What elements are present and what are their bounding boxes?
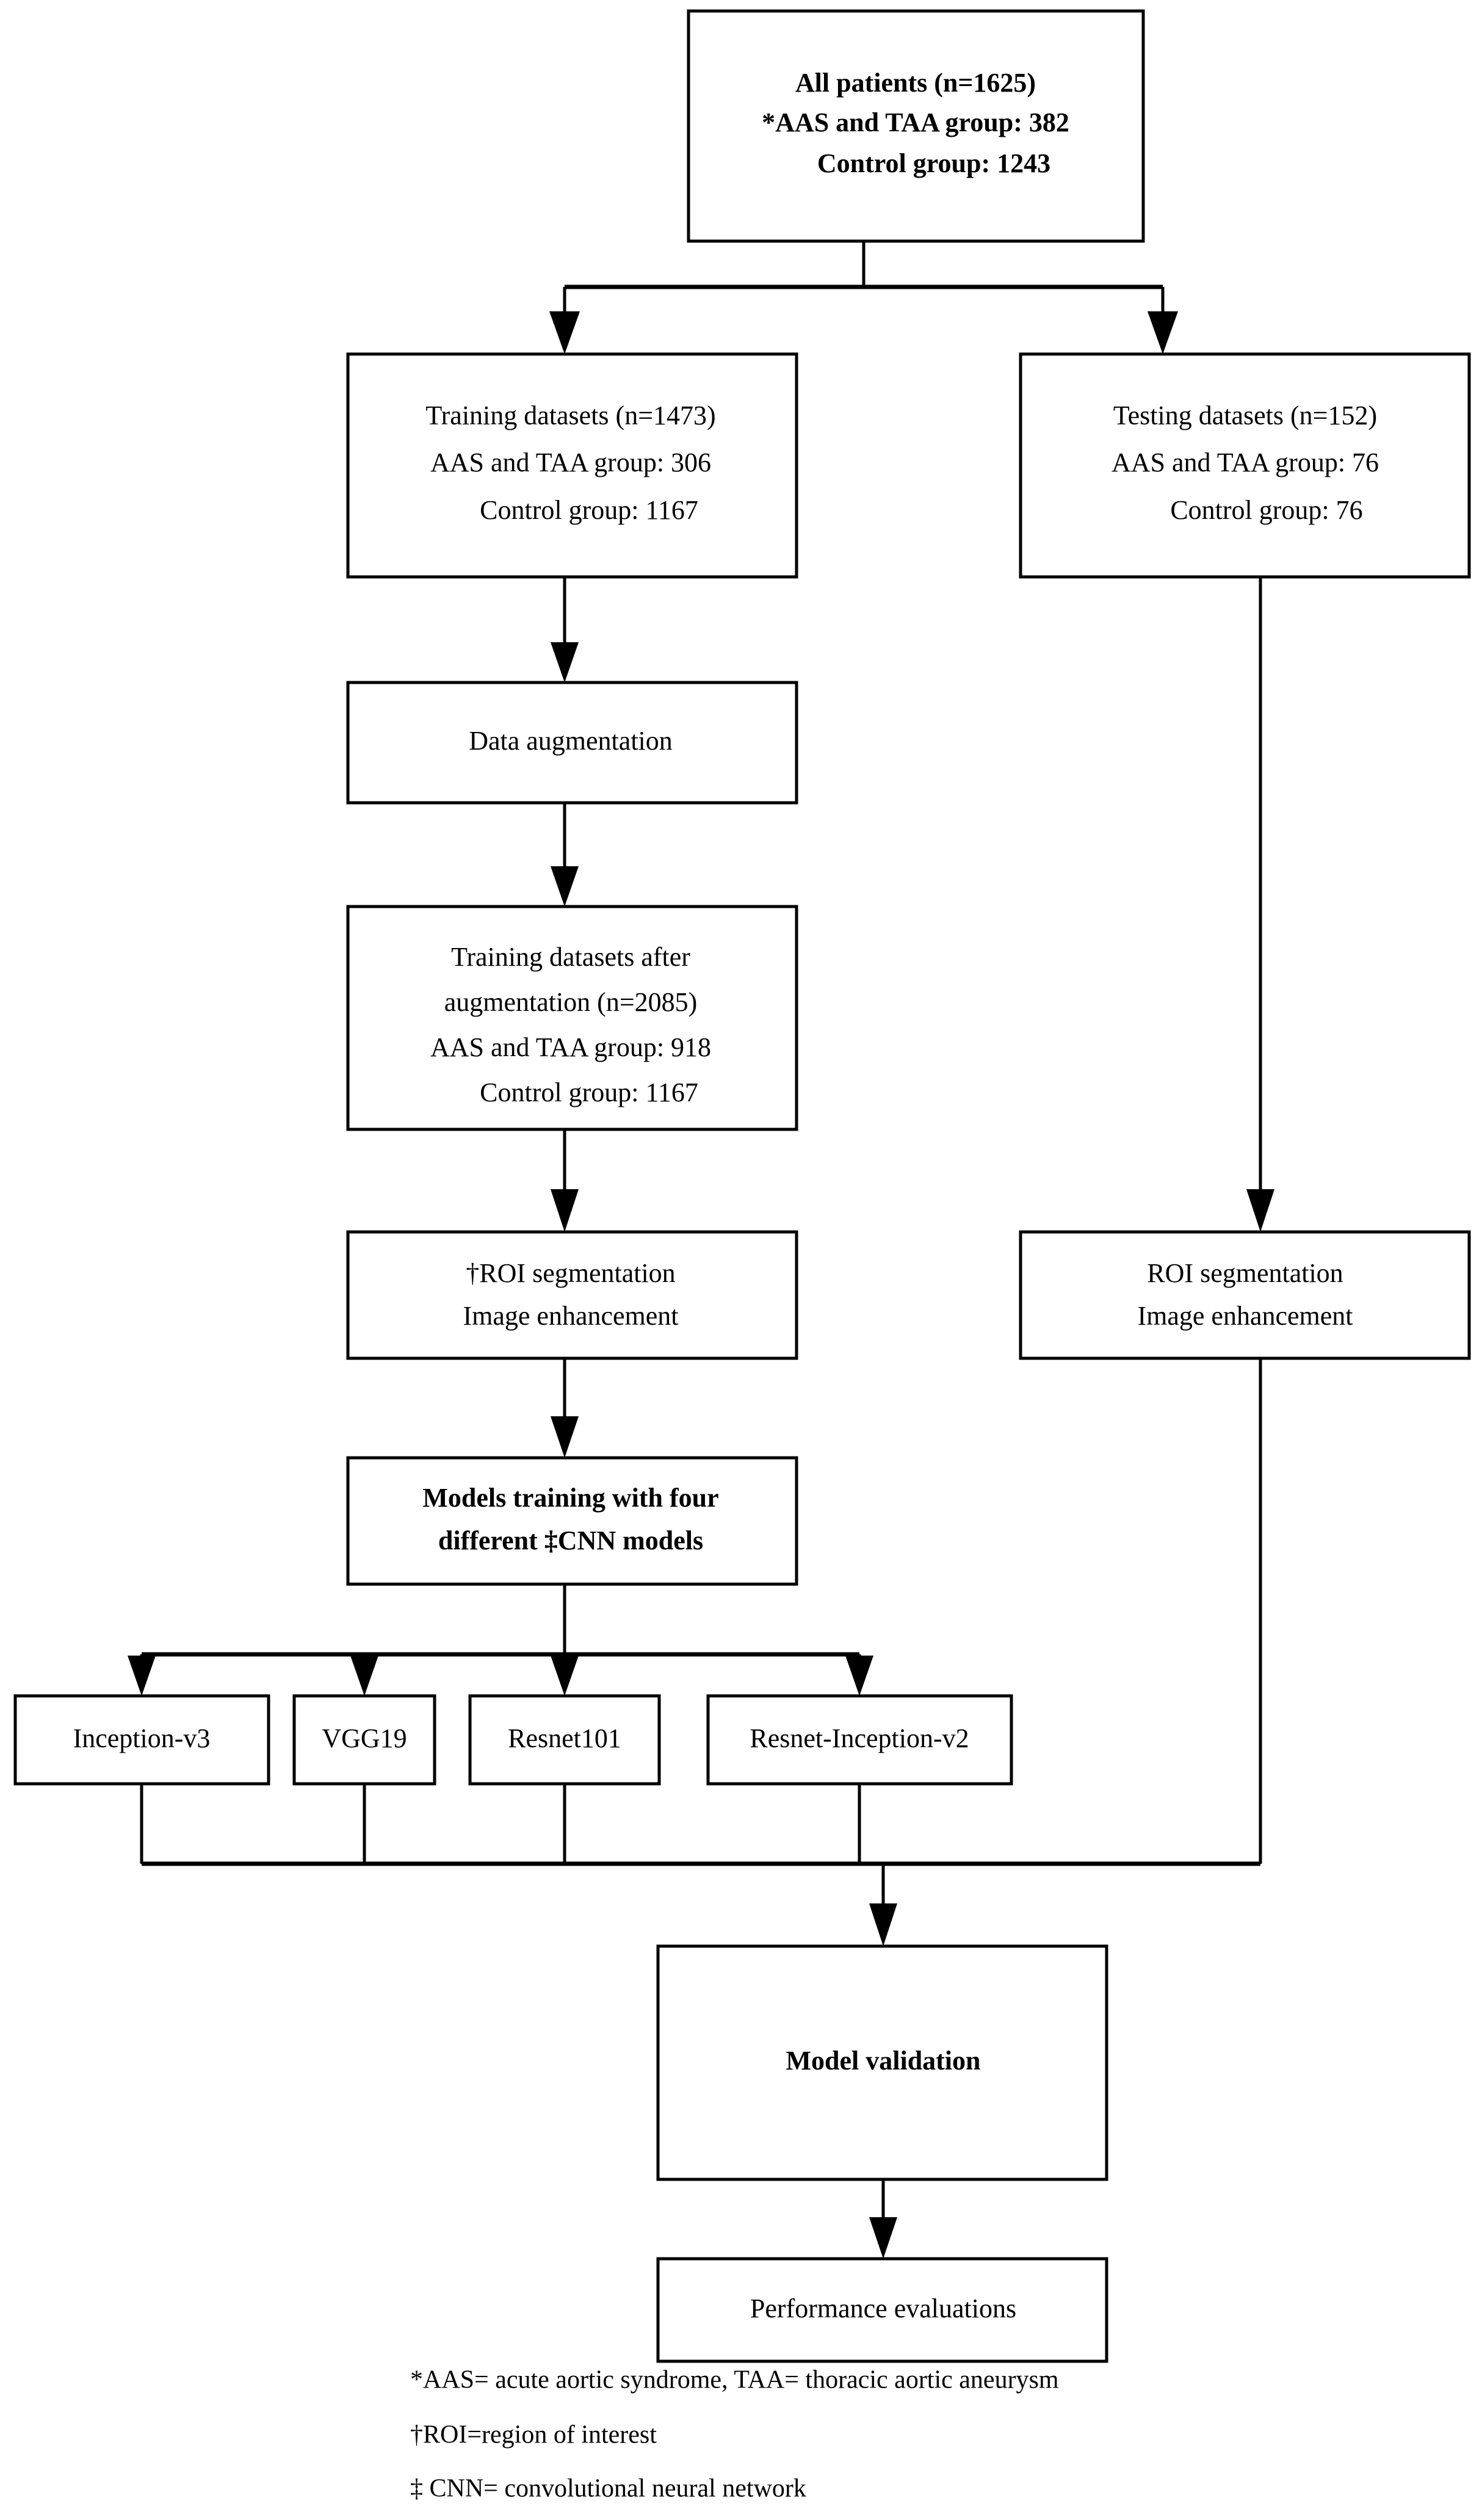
node-model-resnet101[interactable]: Resnet101 <box>468 1694 661 1786</box>
node-models-training[interactable]: Models training with four different ‡CNN… <box>346 1456 798 1586</box>
footnote-cnn: ‡ CNN= convolutional neural network <box>410 2475 806 2503</box>
connector-all-patients-split <box>549 241 1178 354</box>
connector-validation-to-performance <box>869 2179 897 2259</box>
footnote-aas-taa: *AAS= acute aortic syndrome, TAA= thorac… <box>410 2366 1059 2394</box>
node-roi-segmentation-test[interactable]: ROI segmentation Image enhancement <box>1019 1230 1471 1360</box>
node-data-augmentation[interactable]: Data augmentation <box>346 681 798 805</box>
node-training-after-augmentation-line-4: Control group: 1167 <box>480 1077 698 1107</box>
connector-roi-train-to-models <box>551 1358 579 1458</box>
node-training-after-augmentation-line-3: AAS and TAA group: 918 <box>430 1032 711 1062</box>
node-training-after-augmentation[interactable]: Training datasets after augmentation (n=… <box>346 905 798 1131</box>
connector-augmentation-to-after <box>551 803 579 907</box>
node-performance-evaluations[interactable]: Performance evaluations <box>656 2257 1108 2363</box>
connector-after-to-roi-train <box>551 1129 579 1232</box>
node-training-datasets-line-3: Control group: 1167 <box>480 495 698 525</box>
node-roi-segmentation-test-line-1: ROI segmentation <box>1147 1258 1343 1288</box>
node-testing-datasets[interactable]: Testing datasets (n=152) AAS and TAA gro… <box>1019 352 1471 579</box>
node-model-resnet-inception-v2[interactable]: Resnet-Inception-v2 <box>706 1694 1013 1786</box>
node-model-validation[interactable]: Model validation <box>656 1944 1108 2181</box>
node-model-validation-label: Model validation <box>786 2046 980 2076</box>
node-roi-segmentation-train-line-1: †ROI segmentation <box>466 1258 675 1288</box>
node-all-patients-line-3: Control group: 1243 <box>817 148 1050 178</box>
node-training-datasets-line-2: AAS and TAA group: 306 <box>430 447 711 477</box>
node-training-datasets-line-1: Training datasets (n=1473) <box>425 400 715 430</box>
node-all-patients[interactable]: All patients (n=1625) *AAS and TAA group… <box>687 9 1145 243</box>
connector-training-to-augmentation <box>551 577 579 682</box>
node-model-vgg19-label: VGG19 <box>322 1723 407 1753</box>
node-model-resnet-inception-v2-label: Resnet-Inception-v2 <box>750 1723 969 1753</box>
node-performance-evaluations-label: Performance evaluations <box>750 2294 1016 2323</box>
node-models-training-line-1: Models training with four <box>422 1483 718 1513</box>
node-roi-segmentation-train[interactable]: †ROI segmentation Image enhancement <box>346 1230 798 1360</box>
node-training-after-augmentation-line-2: augmentation (n=2085) <box>444 987 698 1017</box>
node-roi-segmentation-train-line-2: Image enhancement <box>463 1301 678 1331</box>
node-all-patients-line-2: *AAS and TAA group: 382 <box>762 107 1069 137</box>
node-training-after-augmentation-line-1: Training datasets after <box>451 942 690 972</box>
node-all-patients-line-1: All patients (n=1625) <box>795 68 1036 98</box>
node-testing-datasets-line-3: Control group: 76 <box>1170 495 1362 525</box>
connector-testing-to-roi-test <box>1246 577 1274 1232</box>
node-model-resnet101-label: Resnet101 <box>508 1723 621 1753</box>
footnotes: *AAS= acute aortic syndrome, TAA= thorac… <box>410 2366 1059 2503</box>
footnote-roi: †ROI=region of interest <box>410 2421 657 2449</box>
node-roi-segmentation-test-line-2: Image enhancement <box>1137 1301 1353 1331</box>
connector-models-distribution <box>128 1584 873 1696</box>
node-model-inception-v3-label: Inception-v3 <box>73 1723 211 1753</box>
node-training-datasets[interactable]: Training datasets (n=1473) AAS and TAA g… <box>346 352 798 579</box>
node-testing-datasets-line-1: Testing datasets (n=152) <box>1113 400 1377 430</box>
node-models-training-line-2: different ‡CNN models <box>438 1526 703 1555</box>
node-model-inception-v3[interactable]: Inception-v3 <box>13 1694 270 1786</box>
node-data-augmentation-label: Data augmentation <box>469 726 673 756</box>
node-testing-datasets-line-2: AAS and TAA group: 76 <box>1112 447 1379 477</box>
node-model-vgg19[interactable]: VGG19 <box>292 1694 436 1786</box>
connector-merge-to-validation <box>140 1358 1262 1946</box>
